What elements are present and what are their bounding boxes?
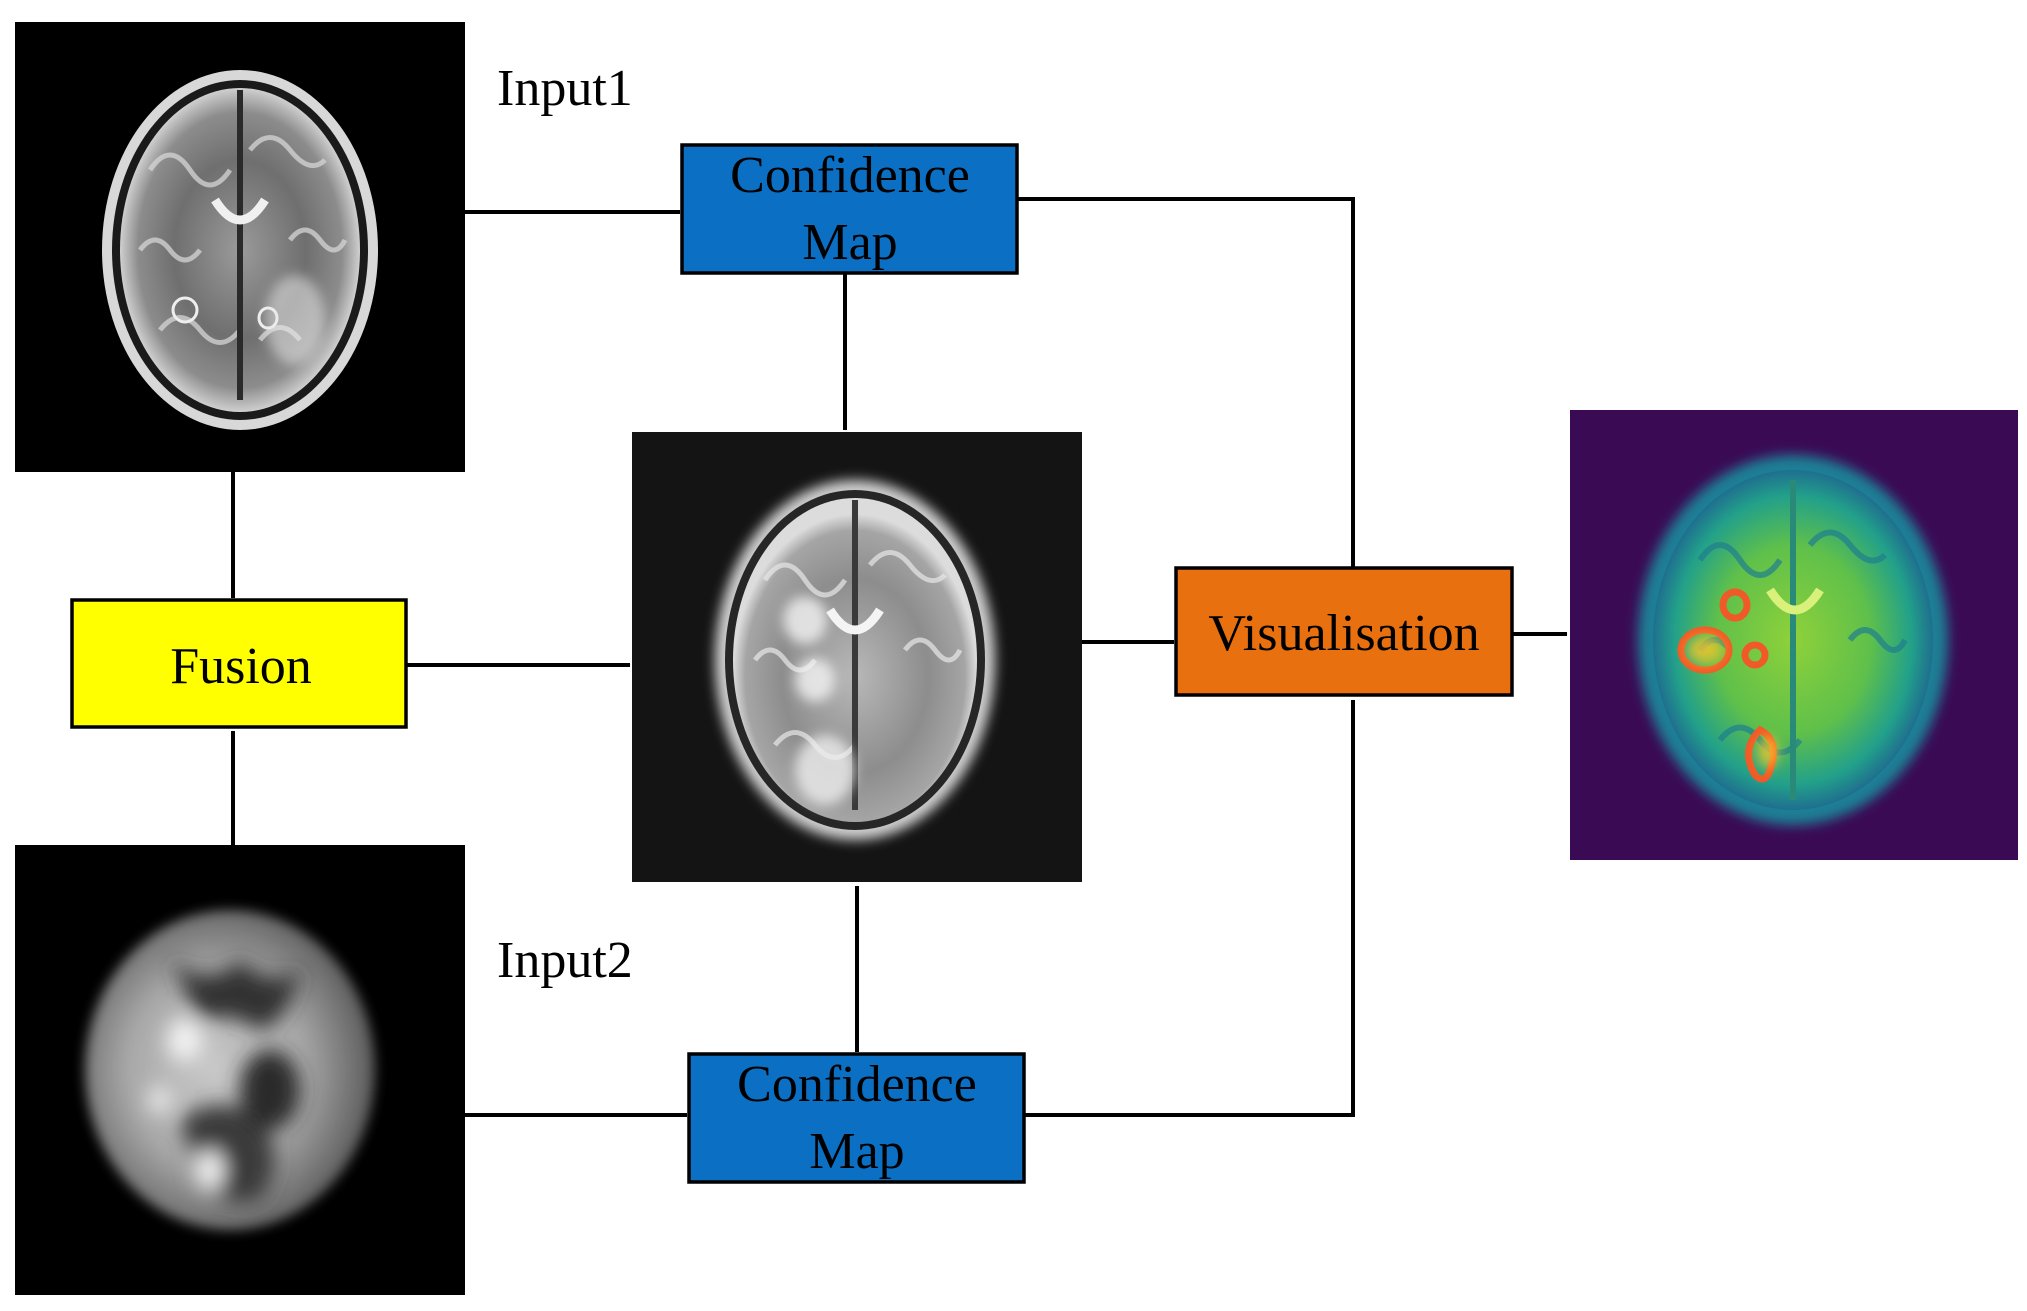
confidence-map-bottom-label-line2: Map [809,1123,904,1180]
confidence-map-top-box: Confidence Map [680,143,1019,275]
visualisation-label: Visualisation [1208,605,1479,662]
fused-image [632,432,1082,882]
input2-image [15,845,465,1295]
arrow-confidence-map-bottom-to-visualisation [1024,699,1356,1117]
input1-image [15,22,465,472]
confidence-map-top-label-line1: Confidence [730,147,970,204]
fusion-label: Fusion [170,638,312,695]
confidence-map-bottom-label-line1: Confidence [737,1056,977,1113]
arrow-confidence-map-top-to-visualisation [1017,197,1356,569]
input1-label: Input1 [497,60,633,117]
visualisation-box: Visualisation [1174,566,1514,697]
input2-label: Input2 [497,932,633,989]
confidence-map-top-label-line2: Map [802,214,897,271]
fusion-box: Fusion [70,598,408,729]
confidence-map-bottom-box: Confidence Map [687,1052,1026,1184]
connectors [230,197,1568,1118]
output-visualisation-image [1570,410,2018,860]
